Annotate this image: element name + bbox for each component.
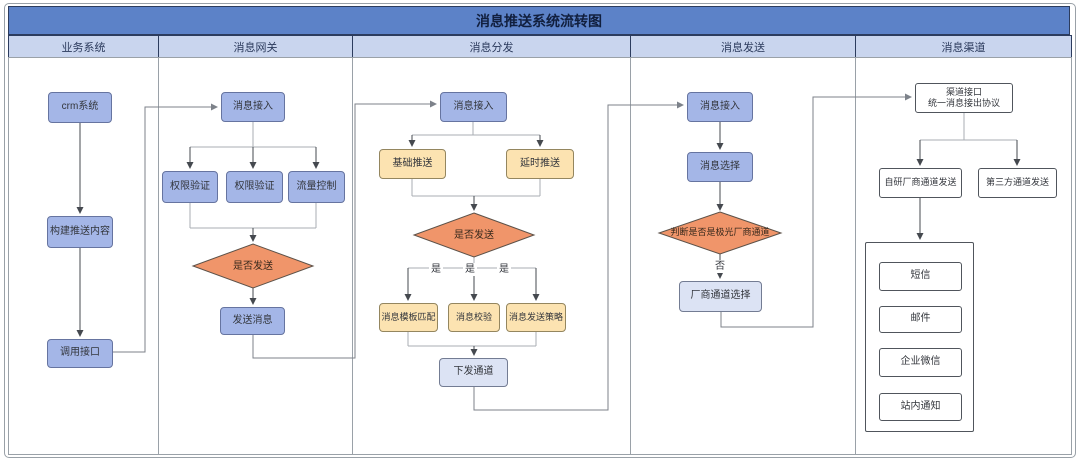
- node-channel-email: 邮件: [879, 306, 962, 333]
- node-channel-sms: 短信: [879, 262, 962, 291]
- node-basic-push: 基础推送: [379, 149, 446, 179]
- lane-divider-1: [158, 58, 159, 455]
- node-flow-control: 流量控制: [288, 171, 345, 203]
- node-message-template-match: 消息模板匹配: [379, 303, 438, 332]
- diamond-gateway-send-decision: [191, 243, 315, 289]
- node-self-vendor-channel-send: 自研厂商通道发送: [879, 168, 962, 198]
- node-permission-verify-1: 权限验证: [162, 171, 218, 203]
- lane-divider-4: [855, 58, 856, 455]
- node-delayed-push: 延时推送: [506, 149, 574, 179]
- node-channel-site-notice: 站内通知: [879, 393, 962, 421]
- node-permission-verify-2: 权限验证: [226, 171, 283, 203]
- edge-label-no: 否: [713, 260, 727, 273]
- diamond-jpush-vendor-decision: [657, 211, 783, 255]
- diamond-dispatch-send-decision: [412, 212, 536, 258]
- node-channel-wecom: 企业微信: [879, 348, 962, 377]
- node-crm-system: crm系统: [48, 92, 112, 123]
- edge-label-yes-2: 是: [463, 263, 477, 276]
- node-gateway-message-access: 消息接入: [221, 92, 285, 122]
- node-vendor-channel-select: 厂商通道选择: [679, 281, 762, 312]
- edge-label-yes-3: 是: [497, 263, 511, 276]
- lanes-body-frame: [8, 57, 1072, 455]
- label-gateway-send-decision: 是否发送: [233, 260, 273, 272]
- channel-interface-line2: 统一消息接出协议: [927, 98, 1000, 108]
- node-send-message: 发送消息: [220, 307, 285, 335]
- node-call-interface: 调用接口: [47, 339, 113, 368]
- lane-divider-3: [630, 58, 631, 455]
- channel-interface-line1: 渠道接口: [945, 86, 982, 97]
- node-send-message-access: 消息接入: [687, 92, 753, 122]
- lane-divider-2: [352, 58, 353, 455]
- node-message-select: 消息选择: [687, 152, 753, 182]
- node-dispatch-message-access: 消息接入: [440, 92, 507, 122]
- diagram-title: 消息推送系统流转图: [8, 6, 1070, 35]
- edge-label-yes-1: 是: [429, 263, 443, 276]
- lane-header-message-channel: 消息渠道: [855, 35, 1072, 58]
- node-message-send-strategy: 消息发送策略: [506, 303, 566, 332]
- node-build-push-content: 构建推送内容: [47, 216, 113, 248]
- node-third-party-channel-send: 第三方通道发送: [978, 168, 1057, 198]
- node-message-verify: 消息校验: [448, 303, 500, 332]
- node-downstream-channel: 下发通道: [439, 358, 508, 387]
- node-channel-interface: 渠道接口 统一消息接出协议: [915, 83, 1013, 113]
- label-jpush-vendor-decision: 判断是否是极光厂商通道: [670, 227, 770, 238]
- label-dispatch-send-decision: 是否发送: [454, 229, 494, 241]
